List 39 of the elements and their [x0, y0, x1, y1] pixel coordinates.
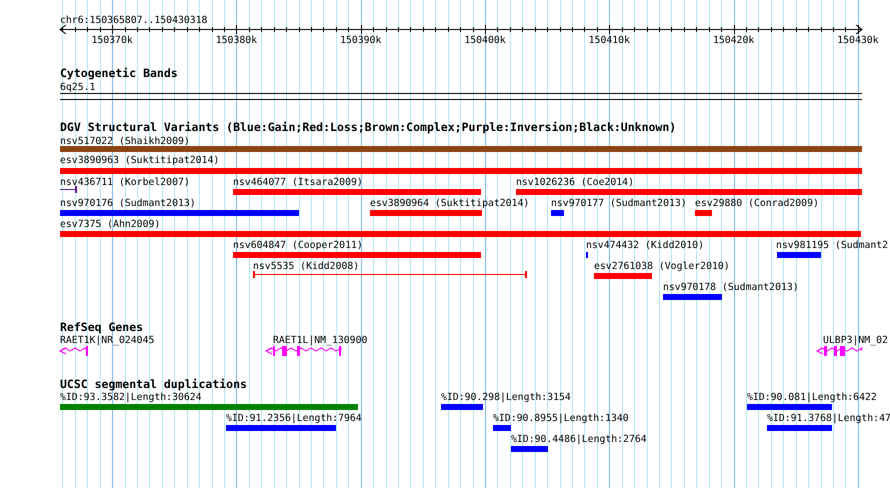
track-title: Cytogenetic Bands — [60, 67, 178, 80]
feature-label: nsv474432 (Kidd2010) — [586, 240, 704, 251]
feature-label: nsv970178 (Sudmant2013) — [663, 282, 799, 293]
scale-tick-label: 150370k — [91, 35, 133, 46]
scale-tick-label: 150390k — [340, 35, 382, 46]
feature-label: esv3890963 (Suktitipat2014) — [60, 155, 220, 166]
feature-label: nsv970176 (Sudmant2013) — [60, 198, 196, 209]
feature-label: nsv981195 (Sudmant2 — [776, 240, 888, 251]
feature-label: %ID:90.298|Length:3154 — [441, 392, 571, 403]
scale-tick-label: 150400k — [464, 35, 506, 46]
feature-label: %ID:91.2356|Length:7964 — [226, 413, 362, 424]
scale-tick-label: 150420k — [712, 35, 754, 46]
feature-label: esv3890964 (Suktitipat2014) — [370, 198, 530, 209]
feature-label: nsv970177 (Sudmant2013) — [551, 198, 687, 209]
gene-label: RAET1K|NR_024045 — [60, 335, 154, 346]
scale-tick-label: 150430k — [837, 35, 879, 46]
feature-label: nsv1026236 (Coe2014) — [516, 177, 634, 188]
feature-label: %ID:93.3582|Length:30624 — [60, 392, 202, 403]
feature-label: esv7375 (Ahn2009) — [60, 219, 160, 230]
scale-tick-label: 150380k — [216, 35, 258, 46]
feature-label: nsv517022 (Shaikh2009) — [60, 136, 190, 147]
feature-label: nsv436711 (Korbel2007) — [60, 177, 190, 188]
feature-label: %ID:90.081|Length:6422 — [747, 392, 877, 403]
band-label: 6q25.1 — [60, 82, 96, 93]
track-title: DGV Structural Variants (Blue:Gain;Red:Loss;Brown:Complex;Purple:Inversion;Black:Unknown) — [60, 121, 676, 134]
feature-label: esv29880 (Conrad2009) — [695, 198, 819, 209]
feature-label: nsv5535 (Kidd2008) — [253, 261, 360, 272]
feature-label: %ID:91.3768|Length:47 — [767, 413, 890, 424]
feature-label: esv2761038 (Vogler2010) — [594, 261, 730, 272]
feature-label: %ID:90.4486|Length:2764 — [511, 434, 647, 445]
track-title: UCSC segmental duplications — [60, 378, 247, 391]
track-title: RefSeq Genes — [60, 321, 144, 334]
gene-label: ULBP3|NM_02 — [823, 335, 888, 346]
scale-tick-label: 150410k — [588, 35, 630, 46]
coordinate-label: chr6:150365807..150430318 — [60, 15, 208, 26]
gene-label: RAET1L|NM_130900 — [273, 335, 368, 346]
feature-label: nsv604847 (Cooper2011) — [233, 240, 363, 251]
feature-label: nsv464077 (Itsara2009) — [233, 177, 363, 188]
feature-label: %ID:90.8955|Length:1340 — [493, 413, 629, 424]
